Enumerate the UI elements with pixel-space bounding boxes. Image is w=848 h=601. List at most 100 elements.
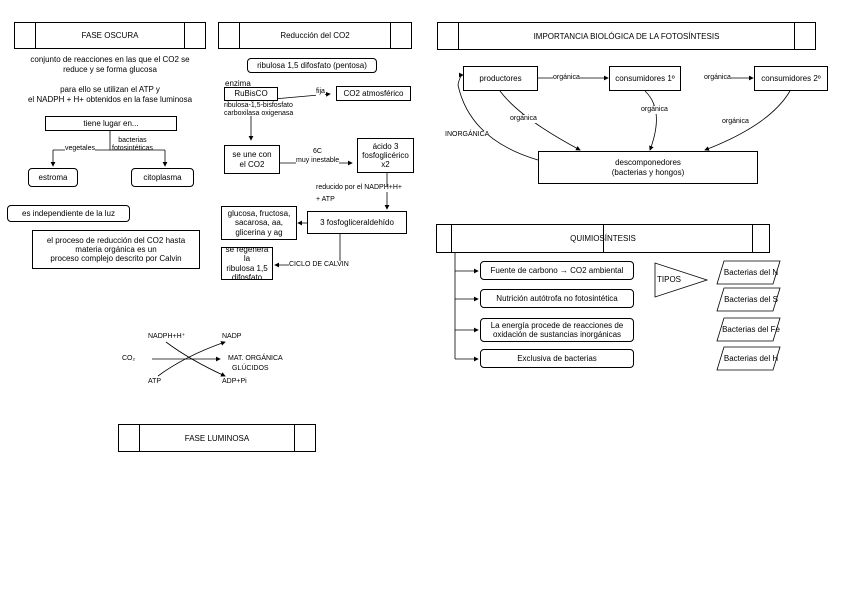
co2-atm-text: CO2 atmosférico bbox=[343, 88, 404, 98]
type-s: Bacterias del S bbox=[724, 295, 778, 304]
tipos-label: TIPOS bbox=[657, 275, 682, 284]
reduccion-title-text: Reducción del CO2 bbox=[280, 31, 350, 40]
importancia-title: IMPORTANCIA BIOLÓGICA DE LA FOTOSÍNTESIS bbox=[437, 22, 816, 50]
atp-label: ATP bbox=[148, 378, 162, 385]
enzyme-label: enzima bbox=[225, 79, 251, 88]
products-line-2: sacarosa, aa, bbox=[234, 218, 283, 228]
calvin-description-box: el proceso de reducción del CO2 hasta ma… bbox=[32, 230, 200, 269]
ribulose-box: ribulosa 1,5 difosfato (pentosa) bbox=[247, 58, 377, 73]
usage-line-1: para ello se utilizan el ATP y bbox=[60, 85, 160, 94]
pga-line-1: ácido 3 bbox=[372, 141, 399, 151]
feature-energy-line-1: La energía procede de reacciones de bbox=[490, 320, 624, 330]
products-line-1: glucosa, fructosa, bbox=[227, 209, 291, 219]
stroma-text: estroma bbox=[38, 172, 68, 182]
feature-energy-line-2: oxidación de sustancias inorgánicas bbox=[492, 330, 622, 339]
producers-box: productores bbox=[463, 66, 538, 91]
products-line-3: glicerina y ag bbox=[235, 227, 283, 237]
quimiosintesis-title-text: QUIMIOSÍNTESIS bbox=[570, 234, 636, 243]
ribulose-text: ribulosa 1,5 difosfato (pentosa) bbox=[257, 60, 367, 70]
fase-oscura-title: FASE OSCURA bbox=[14, 22, 206, 49]
feature-bacteria-only-text: Exclusiva de bacterias bbox=[517, 353, 597, 363]
feature-carbon-source: Fuente de carbono → CO2 ambiental bbox=[480, 261, 634, 280]
products-box: glucosa, fructosa, sacarosa, aa, gliceri… bbox=[221, 206, 297, 240]
usage-text: para ello se utilizan el ATP y el NADPH … bbox=[10, 85, 210, 104]
regen-line-3: difosfato bbox=[231, 272, 263, 282]
g3p-box: 3 fosfogliceraldehído bbox=[307, 211, 407, 234]
definition-line-2: reduce y se forma glucosa bbox=[63, 64, 157, 74]
regen-line-2: ribulosa 1,5 bbox=[226, 263, 268, 273]
pga-line-2: fosfoglicérico bbox=[362, 150, 409, 160]
stroma-box: estroma bbox=[28, 168, 78, 187]
inorganica-label: INORGÁNICA bbox=[445, 131, 490, 140]
importancia-title-text: IMPORTANCIA BIOLÓGICA DE LA FOTOSÍNTESIS bbox=[533, 31, 720, 41]
organica-label-4: orgánica bbox=[641, 106, 668, 115]
branch-plants: vegetales bbox=[65, 145, 95, 154]
calvin-line-2: materia orgánica es un bbox=[75, 244, 157, 254]
consumers1-text: consumidores 1º bbox=[615, 73, 675, 83]
feature-bacteria-only: Exclusiva de bacterias bbox=[480, 349, 634, 368]
producers-text: productores bbox=[479, 73, 522, 83]
decomposers-line-1: descomponedores bbox=[615, 158, 681, 168]
joins-line-2: el CO2 bbox=[239, 159, 265, 169]
organica-label-5: orgánica bbox=[722, 118, 749, 127]
co2-label: CO₂ bbox=[122, 355, 136, 362]
organica-label-1: orgánica bbox=[553, 74, 580, 83]
regen-line-1: se regenera la bbox=[225, 245, 269, 264]
type-fe: Bacterias del Fe bbox=[722, 325, 780, 334]
pga-box: ácido 3 fosfoglicérico x2 bbox=[357, 138, 414, 173]
reduccion-title: Reducción del CO2 bbox=[218, 22, 412, 49]
regen-box: se regenera la ribulosa 1,5 difosfato bbox=[221, 245, 273, 282]
fase-oscura-title-text: FASE OSCURA bbox=[81, 31, 139, 40]
mat-org-label: MAT. ORGÁNICA bbox=[228, 355, 283, 362]
feature-nutrition-text: Nutrición autótrofa no fotosintética bbox=[496, 293, 618, 303]
pga-line-3: x2 bbox=[381, 160, 390, 170]
branch-bacteria-line-2: fotosintéticas bbox=[112, 145, 153, 153]
co2-atm-box: CO2 atmosférico bbox=[336, 86, 411, 101]
branch-bacteria-line-1: bacterias bbox=[118, 137, 147, 144]
rubisco-full-line-2: carboxilasa oxigenasa bbox=[224, 110, 294, 118]
cytoplasm-box: citoplasma bbox=[131, 168, 194, 187]
fija-label: fija bbox=[316, 88, 325, 97]
consumers2-text: consumidores 2º bbox=[761, 73, 821, 83]
type-n: Bacterias del N bbox=[723, 268, 779, 277]
organica-label-2: orgánica bbox=[704, 74, 731, 83]
consumers1-box: consumidores 1º bbox=[609, 66, 681, 91]
definition-line-1: conjunto de reacciones en las que el CO2… bbox=[30, 55, 190, 64]
type-h: Bacterias del H bbox=[723, 354, 779, 363]
branch-bacteria: bacterias fotosintéticas bbox=[112, 137, 153, 154]
plus-atp-label: + ATP bbox=[316, 196, 335, 203]
reduced-by-label: reducido por el NADPH+H+ bbox=[316, 184, 402, 191]
consumers2-box: consumidores 2º bbox=[754, 66, 828, 91]
light-independent-box: es independiente de la luz bbox=[7, 205, 130, 222]
glucidos-label: GLÚCIDOS bbox=[232, 365, 269, 372]
quimiosintesis-title: QUIMIOSÍNTESIS bbox=[436, 224, 770, 253]
organica-label-3: orgánica bbox=[510, 115, 537, 124]
joins-co2-box: se une con el CO2 bbox=[224, 145, 280, 174]
location-box-text: tiene lugar en... bbox=[83, 118, 139, 128]
calvin-line-3: proceso complejo descrito por Calvin bbox=[50, 254, 182, 264]
cytoplasm-text: citoplasma bbox=[143, 172, 182, 182]
feature-carbon-source-text: Fuente de carbono → CO2 ambiental bbox=[490, 265, 624, 275]
calvin-cycle-label: CICLO DE CALVIN bbox=[289, 261, 349, 270]
six-c-label: 6C bbox=[313, 148, 322, 155]
unstable-label: muy inestable bbox=[296, 157, 340, 166]
calvin-line-1: el proceso de reducción del CO2 hasta bbox=[46, 235, 186, 245]
decomposers-line-2: (bacterias y hongos) bbox=[611, 167, 685, 177]
location-box: tiene lugar en... bbox=[45, 116, 177, 131]
fase-luminosa-title: FASE LUMINOSA bbox=[118, 424, 316, 452]
nadp-label: NADP bbox=[222, 333, 242, 340]
rubisco-full-name: ribulosa-1,5-bisfosfato carboxilasa oxig… bbox=[224, 102, 293, 119]
rubisco-full-line-1: ribulosa-1,5-bisfosfato bbox=[224, 102, 293, 109]
rubisco-box: RuBisCO bbox=[224, 87, 278, 101]
g3p-text: 3 fosfogliceraldehído bbox=[320, 217, 394, 227]
joins-line-1: se une con bbox=[232, 150, 272, 160]
decomposers-box: descomponedores (bacterias y hongos) bbox=[538, 151, 758, 184]
usage-line-2: el NADPH + H+ obtenidos en la fase lumin… bbox=[27, 94, 193, 104]
definition-text: conjunto de reacciones en las que el CO2… bbox=[20, 55, 200, 74]
adp-label: ADP+Pi bbox=[222, 378, 247, 385]
feature-nutrition: Nutrición autótrofa no fotosintética bbox=[480, 289, 634, 308]
feature-energy: La energía procede de reacciones de oxid… bbox=[480, 318, 634, 342]
rubisco-text: RuBisCO bbox=[234, 89, 268, 99]
fase-luminosa-title-text: FASE LUMINOSA bbox=[184, 433, 250, 443]
light-independent-text: es independiente de la luz bbox=[22, 208, 115, 218]
